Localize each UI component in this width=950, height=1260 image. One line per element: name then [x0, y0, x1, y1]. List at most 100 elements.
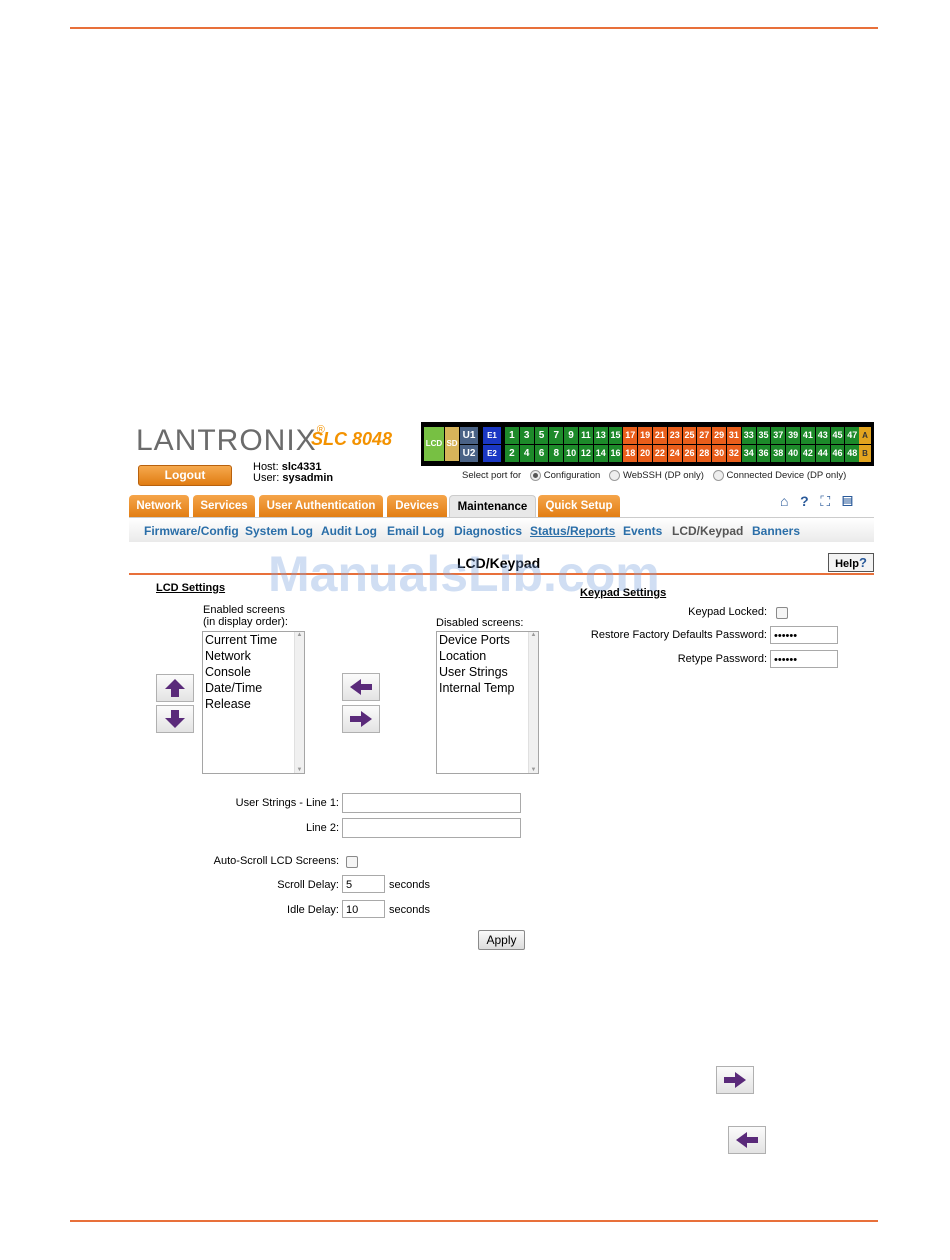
- eth-port-e1[interactable]: E1: [483, 427, 501, 444]
- user-strings-line2-input[interactable]: [342, 818, 521, 838]
- retype-password-field[interactable]: ••••••: [770, 650, 838, 668]
- port-13[interactable]: 13: [593, 427, 608, 444]
- port-29[interactable]: 29: [712, 427, 726, 444]
- port-43[interactable]: 43: [815, 427, 830, 444]
- list-item[interactable]: Device Ports: [439, 633, 510, 647]
- apply-button[interactable]: Apply: [478, 930, 525, 950]
- sd-port[interactable]: SD: [445, 427, 459, 461]
- port-16[interactable]: 16: [608, 445, 623, 462]
- sitemap-icon[interactable]: ⛶: [820, 493, 831, 509]
- port-42[interactable]: 42: [801, 445, 815, 462]
- eth-port-e2[interactable]: E2: [483, 445, 501, 462]
- tab-services[interactable]: Services: [193, 495, 255, 517]
- port-34[interactable]: 34: [741, 445, 756, 462]
- log-icon[interactable]: ▤: [841, 493, 854, 509]
- port-46[interactable]: 46: [830, 445, 845, 462]
- port-45[interactable]: 45: [830, 427, 845, 444]
- radio-configuration[interactable]: [529, 470, 541, 481]
- port-44[interactable]: 44: [815, 445, 830, 462]
- move-to-enabled-button[interactable]: [342, 673, 380, 701]
- port-a[interactable]: A: [859, 427, 871, 444]
- disabled-screens-list[interactable]: Device Ports Location User Strings Inter…: [436, 631, 539, 774]
- port-3[interactable]: 3: [519, 427, 534, 444]
- port-17[interactable]: 17: [623, 427, 638, 444]
- port-41[interactable]: 41: [801, 427, 815, 444]
- port-b[interactable]: B: [859, 445, 871, 462]
- port-24[interactable]: 24: [667, 445, 682, 462]
- help-button[interactable]: Help?: [828, 553, 874, 572]
- tab-user-authentication[interactable]: User Authentication: [259, 495, 383, 517]
- radio-webssh[interactable]: [608, 470, 620, 481]
- tab-devices[interactable]: Devices: [387, 495, 447, 517]
- port-19[interactable]: 19: [638, 427, 652, 444]
- move-to-disabled-button[interactable]: [342, 705, 380, 733]
- list-item[interactable]: Release: [205, 697, 251, 711]
- radio-connected-device[interactable]: [712, 470, 724, 481]
- port-37[interactable]: 37: [771, 427, 786, 444]
- port-33[interactable]: 33: [741, 427, 756, 444]
- port-15[interactable]: 15: [608, 427, 623, 444]
- list-item[interactable]: Current Time: [205, 633, 278, 647]
- user-strings-line1-input[interactable]: [342, 793, 521, 813]
- port-31[interactable]: 31: [727, 427, 741, 444]
- subnav-banners[interactable]: Banners: [752, 524, 801, 538]
- help-icon[interactable]: ?: [800, 493, 809, 509]
- port-2[interactable]: 2: [505, 445, 519, 462]
- port-5[interactable]: 5: [534, 427, 549, 444]
- port-18[interactable]: 18: [623, 445, 638, 462]
- logout-button[interactable]: Logout: [138, 465, 232, 486]
- auto-scroll-checkbox[interactable]: [346, 856, 358, 868]
- list-item[interactable]: Date/Time: [205, 681, 263, 695]
- port-20[interactable]: 20: [638, 445, 652, 462]
- port-10[interactable]: 10: [564, 445, 578, 462]
- keypad-locked-checkbox[interactable]: [776, 607, 788, 619]
- scroll-delay-input[interactable]: 5: [342, 875, 385, 893]
- port-12[interactable]: 12: [579, 445, 593, 462]
- port-47[interactable]: 47: [845, 427, 860, 444]
- port-36[interactable]: 36: [756, 445, 771, 462]
- port-4[interactable]: 4: [519, 445, 534, 462]
- port-30[interactable]: 30: [712, 445, 726, 462]
- subnav-status-reports[interactable]: Status/Reports: [530, 524, 616, 538]
- subnav-firmware-config[interactable]: Firmware/Config: [144, 524, 239, 538]
- subnav-email-log[interactable]: Email Log: [387, 524, 445, 538]
- enabled-screens-list[interactable]: Current Time Network Console Date/Time R…: [202, 631, 305, 774]
- move-up-button[interactable]: [156, 674, 194, 702]
- port-23[interactable]: 23: [667, 427, 682, 444]
- list-item[interactable]: Internal Temp: [439, 681, 515, 695]
- subnav-audit-log[interactable]: Audit Log: [321, 524, 377, 538]
- idle-delay-input[interactable]: 10: [342, 900, 385, 918]
- port-32[interactable]: 32: [727, 445, 741, 462]
- lcd-port[interactable]: LCD: [424, 427, 444, 461]
- subnav-system-log[interactable]: System Log: [245, 524, 314, 538]
- port-38[interactable]: 38: [771, 445, 786, 462]
- tab-network[interactable]: Network: [129, 495, 189, 517]
- tab-maintenance[interactable]: Maintenance: [449, 495, 536, 518]
- port-35[interactable]: 35: [756, 427, 771, 444]
- port-40[interactable]: 40: [786, 445, 800, 462]
- port-26[interactable]: 26: [682, 445, 697, 462]
- port-9[interactable]: 9: [564, 427, 578, 444]
- port-39[interactable]: 39: [786, 427, 800, 444]
- subnav-diagnostics[interactable]: Diagnostics: [454, 524, 523, 538]
- port-8[interactable]: 8: [549, 445, 564, 462]
- list-item[interactable]: Console: [205, 665, 251, 679]
- subnav-events[interactable]: Events: [623, 524, 663, 538]
- usb-port-u1[interactable]: U1: [460, 427, 478, 444]
- port-27[interactable]: 27: [697, 427, 712, 444]
- port-11[interactable]: 11: [579, 427, 593, 444]
- enabled-list-scrollbar[interactable]: ▲▼: [294, 632, 304, 773]
- port-6[interactable]: 6: [534, 445, 549, 462]
- usb-port-u2[interactable]: U2: [460, 445, 478, 462]
- move-down-button[interactable]: [156, 705, 194, 733]
- list-item[interactable]: Network: [205, 649, 251, 663]
- port-25[interactable]: 25: [682, 427, 697, 444]
- port-21[interactable]: 21: [653, 427, 667, 444]
- list-item[interactable]: User Strings: [439, 665, 508, 679]
- port-7[interactable]: 7: [549, 427, 564, 444]
- port-22[interactable]: 22: [653, 445, 667, 462]
- subnav-lcd-keypad[interactable]: LCD/Keypad: [672, 524, 744, 538]
- restore-password-field[interactable]: ••••••: [770, 626, 838, 644]
- disabled-list-scrollbar[interactable]: ▲▼: [528, 632, 538, 773]
- tab-quick-setup[interactable]: Quick Setup: [538, 495, 620, 517]
